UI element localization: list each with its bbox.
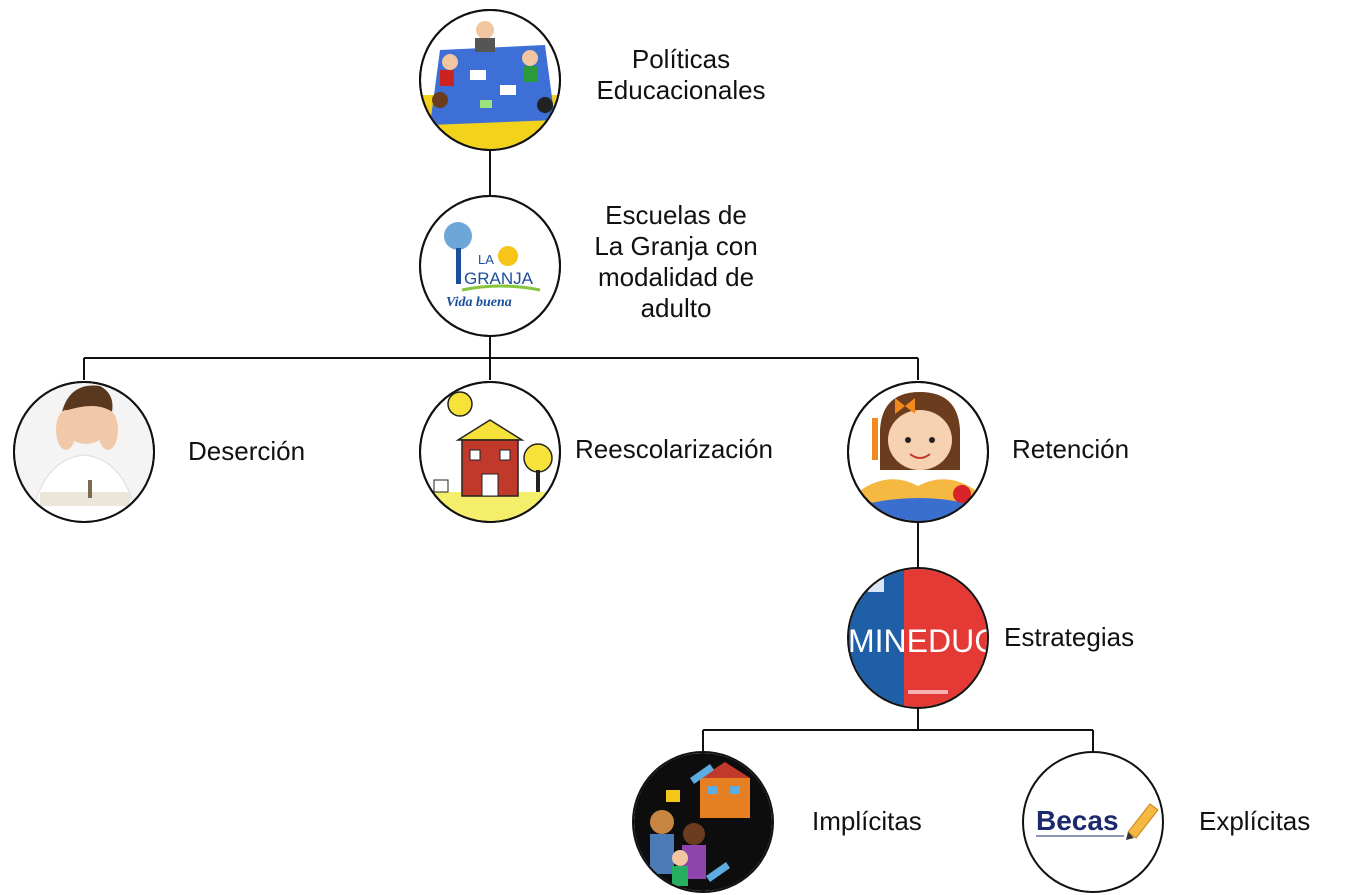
node-label-explicitas: Explícitas bbox=[1199, 806, 1311, 836]
la-granja-logo: LA GRANJA Vida buena bbox=[419, 195, 561, 337]
node-label-implicitas: Implícitas bbox=[812, 806, 922, 836]
stressed-student-icon bbox=[13, 381, 155, 523]
becas-logo-text: Becas bbox=[1036, 805, 1119, 836]
node-label-reescolarizacion: Reescolarización bbox=[575, 434, 773, 464]
label-line: Escuelas de bbox=[605, 200, 747, 230]
granja-logo-top: LA bbox=[478, 252, 494, 267]
node-label-politicas: Políticas Educacionales bbox=[573, 44, 789, 106]
granja-logo-tagline: Vida buena bbox=[446, 295, 512, 310]
label-line: Políticas bbox=[631, 44, 731, 74]
node-label-desercion: Deserción bbox=[188, 436, 306, 466]
label-line: adulto bbox=[640, 293, 712, 323]
label-line: modalidad de bbox=[597, 262, 755, 292]
mineduc-logo-text: MINEDUC bbox=[848, 623, 997, 659]
meeting-table-icon bbox=[419, 9, 561, 151]
school-family-icon bbox=[632, 751, 774, 893]
label-line: Educacionales bbox=[596, 75, 766, 105]
school-building-icon bbox=[419, 381, 561, 523]
node-label-retencion: Retención bbox=[1012, 434, 1130, 464]
becas-logo: Becas bbox=[1022, 751, 1164, 893]
girl-reading-icon bbox=[847, 381, 989, 523]
node-label-estrategias: Estrategias bbox=[1004, 622, 1135, 652]
node-label-escuelas: Escuelas de La Granja con modalidad de a… bbox=[568, 200, 784, 324]
connector-lines bbox=[83, 150, 1094, 752]
mineduc-logo: MINEDUC bbox=[847, 567, 997, 709]
granja-logo-main: GRANJA bbox=[464, 269, 534, 288]
label-line: La Granja con bbox=[594, 231, 758, 261]
